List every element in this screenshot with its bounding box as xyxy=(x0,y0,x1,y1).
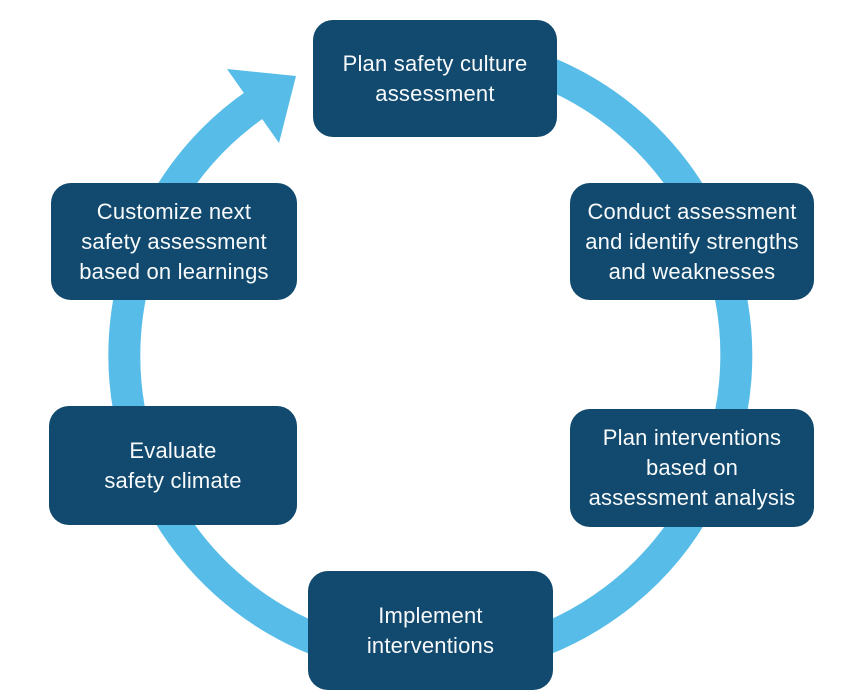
step-box-plan-interventions: Plan interventions based on assessment a… xyxy=(570,409,814,527)
step-box-evaluate-safety-climate: Evaluate safety climate xyxy=(49,406,297,525)
step-label: Customize next safety assessment based o… xyxy=(79,198,269,284)
step-label: Conduct assessment and identify strength… xyxy=(585,198,799,284)
step-label: Evaluate safety climate xyxy=(104,437,242,493)
step-box-implement-interventions: Implement interventions xyxy=(308,571,553,690)
cycle-arrowhead-icon xyxy=(227,69,296,143)
step-label: Plan safety culture assessment xyxy=(342,50,528,106)
step-label: Plan interventions based on assessment a… xyxy=(588,425,796,510)
step-label: Implement interventions xyxy=(366,602,495,658)
step-box-conduct-assessment: Conduct assessment and identify strength… xyxy=(570,183,814,300)
step-box-customize-next-assessment: Customize next safety assessment based o… xyxy=(51,183,297,300)
step-box-plan-safety-culture-assessment: Plan safety culture assessment xyxy=(313,20,557,137)
